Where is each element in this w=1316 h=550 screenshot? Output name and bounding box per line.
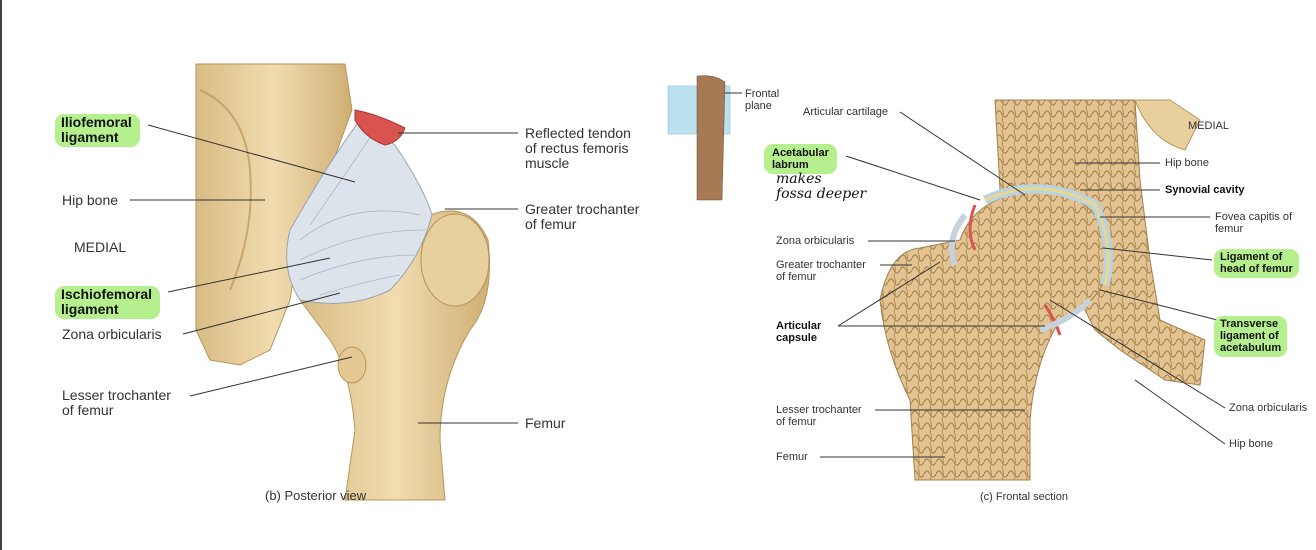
label-medial: MEDIAL (74, 239, 127, 255)
label-reflected-tendon: Reflected tendon of rectus femoris muscl… (525, 126, 631, 171)
label-femur: Femur (525, 415, 566, 431)
label-articular-capsule: Articular capsule (776, 320, 821, 344)
label-transverse-ligament: Transverse ligament of acetabulum (1214, 316, 1288, 357)
label-zona-orbicularis-right: Zona orbicularis (1229, 402, 1308, 414)
label-line: of femur (776, 416, 817, 428)
label-frontal-plane: Frontal plane (745, 88, 779, 112)
label-line: capsule (776, 332, 817, 344)
left-leader-lines (130, 124, 518, 424)
label-synovial-cavity: Synovial cavity (1165, 184, 1245, 196)
label-line: of femur (525, 216, 577, 232)
label-line: Articular (776, 320, 822, 332)
window-edge (0, 0, 2, 550)
label-line: of rectus femoris (525, 140, 629, 156)
label-line: Iliofemoral (61, 114, 132, 130)
label-line: Lesser trochanter (62, 387, 171, 403)
label-line: Transverse (1220, 318, 1279, 330)
label-line: femur (1215, 223, 1244, 235)
label-line: Lesser trochanter (776, 404, 862, 416)
label-line: ligament (61, 129, 119, 145)
label-line: acetabulum (1220, 342, 1282, 354)
label-line: Ligament of (1220, 251, 1283, 263)
note-line: makes (776, 171, 822, 187)
section-femur-shape (879, 189, 1111, 481)
label-zona-orbicularis: Zona orbicularis (62, 326, 162, 342)
label-line: Greater trochanter (525, 201, 640, 217)
label-iliofemoral-ligament: Iliofemoral ligament (55, 114, 140, 147)
label-line: muscle (525, 155, 570, 171)
label-hip-bone-top: Hip bone (1165, 157, 1210, 169)
label-line: Reflected tendon (525, 125, 631, 141)
label-line: Fovea capitis of (1215, 211, 1293, 223)
label-medial-section: MEDIAL (1188, 120, 1229, 132)
label-line: Ischiofemoral (61, 286, 153, 302)
caption-frontal-section: (c) Frontal section (980, 491, 1069, 503)
label-hip-bone: Hip bone (62, 192, 119, 208)
label-line: plane (745, 100, 772, 112)
label-line: head of femur (1220, 263, 1293, 275)
label-greater-trochanter-section: Greater trochanter of femur (776, 259, 866, 283)
label-ligament-head-femur: Ligament of head of femur (1214, 249, 1299, 278)
label-line: Greater trochanter (776, 259, 866, 271)
label-fovea-capitis: Fovea capitis of femur (1215, 211, 1292, 235)
label-femur-section: Femur (776, 451, 808, 463)
label-line: of femur (776, 271, 817, 283)
ligament-capsule-shape (286, 119, 433, 304)
right-leader-lines (820, 111, 1226, 458)
label-greater-trochanter: Greater trochanter of femur (525, 202, 639, 232)
handwritten-note: makes fossa deeper (776, 172, 866, 202)
label-ischiofemoral-ligament: Ischiofemoral ligament (55, 286, 161, 319)
label-line: Acetabular (772, 147, 829, 159)
label-line: of femur (62, 402, 114, 418)
posterior-view-drawing (195, 63, 491, 501)
label-acetabular-labrum: Acetabular labrum (764, 144, 837, 174)
label-zona-orbicularis-left: Zona orbicularis (776, 235, 855, 247)
hip-bone-shape (195, 63, 353, 366)
frontal-plane-inset (667, 75, 742, 201)
label-lesser-trochanter-section: Lesser trochanter of femur (776, 404, 862, 428)
note-line: fossa deeper (776, 186, 867, 202)
label-line: ligament of (1220, 330, 1279, 342)
frontal-section-drawing (879, 99, 1206, 481)
reflected-tendon-shape (354, 109, 406, 146)
label-line: ligament (61, 301, 119, 317)
label-articular-cartilage: Articular cartilage (803, 106, 888, 118)
caption-posterior-view: (b) Posterior view (265, 488, 367, 503)
label-lesser-trochanter: Lesser trochanter of femur (62, 388, 171, 418)
label-line: labrum (772, 159, 809, 171)
label-line: Frontal (745, 88, 780, 100)
label-hip-bone-bottom: Hip bone (1229, 438, 1274, 450)
